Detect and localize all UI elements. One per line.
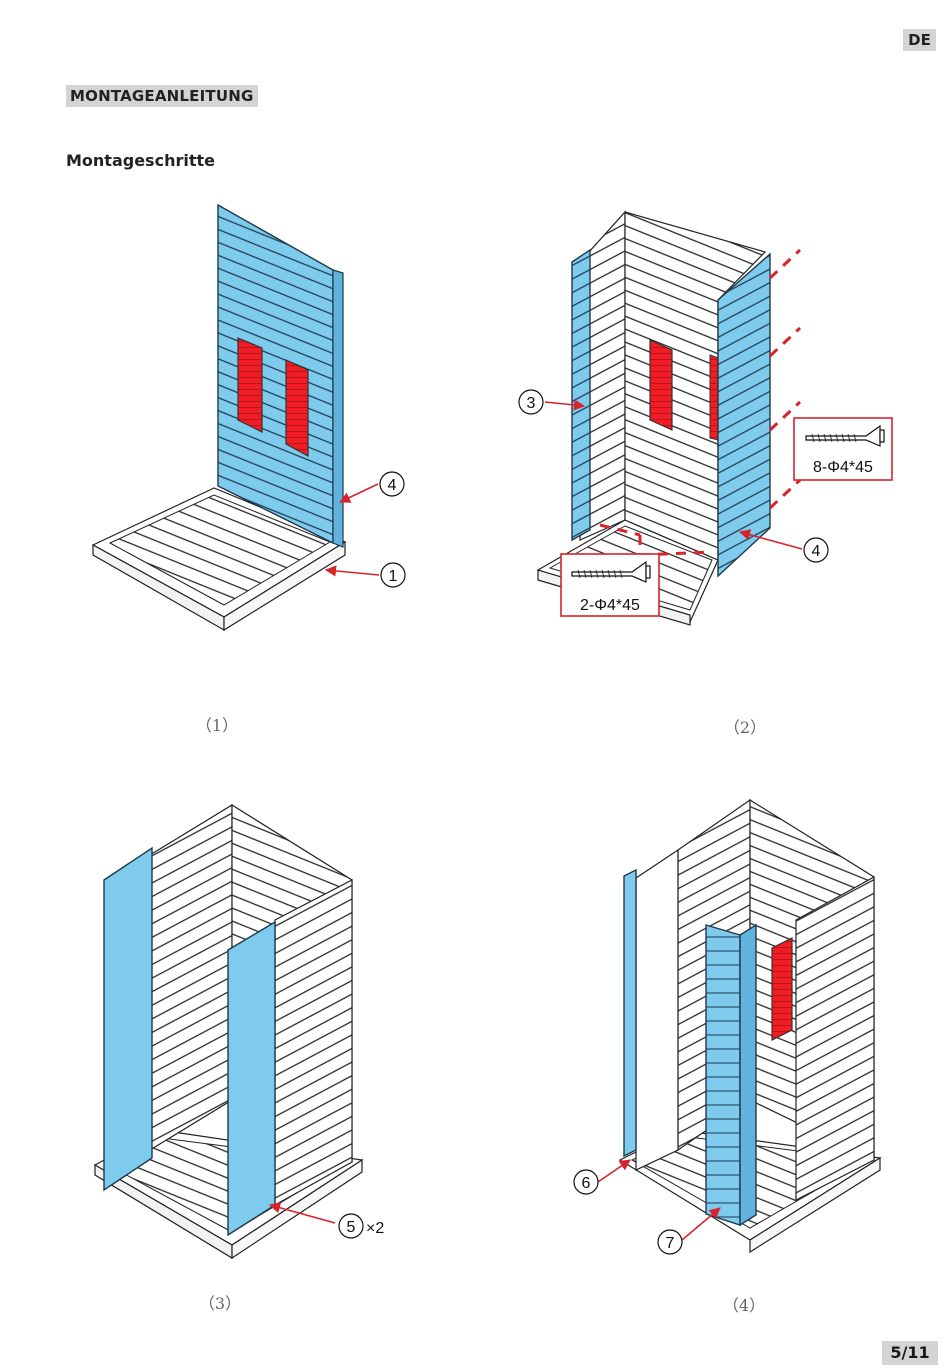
language-badge: DE [903, 29, 936, 51]
step3-caption: （3） [198, 1294, 242, 1313]
step2-figure: 8-Φ4*45 2-Φ4*45 3 4 [518, 210, 893, 626]
step1-figure: 4 1 [91, 203, 406, 632]
step4-caption: （4） [722, 1296, 766, 1315]
steps-subtitle: Montageschritte [66, 151, 215, 170]
callout-7: 7 [666, 1235, 675, 1252]
section-title: MONTAGEANLEITUNG [66, 85, 258, 107]
screw-spec-floor: 2-Φ4*45 [580, 597, 640, 614]
callout-1: 1 [389, 568, 398, 585]
callout-5: 5 [347, 1219, 356, 1236]
step2-caption: （2） [723, 718, 767, 737]
callout-5-multiplier: ×2 [366, 1220, 384, 1237]
callout-2: 4 [388, 477, 397, 494]
screw-spec-side: 8-Φ4*45 [813, 459, 873, 476]
callout-4: 4 [812, 543, 821, 560]
callout-3: 3 [527, 395, 536, 412]
step3-figure: 5 ×2 [93, 803, 384, 1260]
callout-6: 6 [582, 1175, 591, 1192]
step1-caption: （1） [195, 716, 239, 735]
step4-figure: 6 7 [573, 798, 882, 1255]
page-number: 5/11 [882, 1341, 938, 1365]
